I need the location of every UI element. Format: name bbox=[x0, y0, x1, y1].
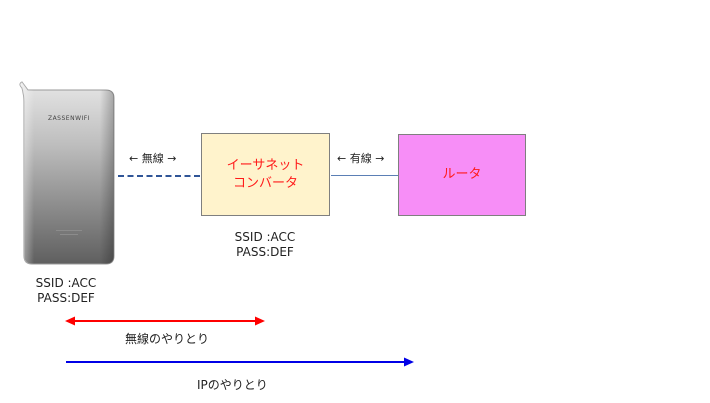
wifi-router-device-image: ZASSENWIFI bbox=[14, 80, 116, 266]
wireless-link-label: ← 無線 → bbox=[129, 152, 177, 165]
router-label: ルータ bbox=[442, 167, 482, 182]
wired-connection-line bbox=[331, 175, 398, 176]
device-password-caption: PASS:DEF bbox=[37, 291, 95, 305]
wireless-exchange-arrow bbox=[65, 316, 265, 326]
converter-password-caption: PASS:DEF bbox=[236, 245, 294, 259]
svg-text:ZASSENWIFI: ZASSENWIFI bbox=[48, 115, 90, 122]
converter-ssid-caption: SSID :ACC bbox=[234, 230, 296, 244]
converter-label-line1: イーサネット bbox=[226, 157, 305, 173]
wired-link-label: ← 有線 → bbox=[337, 152, 385, 165]
ip-exchange-arrow bbox=[66, 357, 414, 367]
ip-exchange-label: IPのやりとり bbox=[197, 378, 268, 392]
wireless-connection-line bbox=[118, 175, 200, 177]
device-ssid-caption: SSID :ACC bbox=[35, 276, 97, 290]
router-box: ルータ bbox=[398, 134, 526, 216]
legend-arrows bbox=[65, 316, 414, 367]
converter-label-line2: コンバータ bbox=[232, 175, 298, 191]
ethernet-converter-box: イーサネット コンバータ bbox=[201, 133, 330, 216]
wireless-exchange-label: 無線のやりとり bbox=[125, 332, 210, 346]
